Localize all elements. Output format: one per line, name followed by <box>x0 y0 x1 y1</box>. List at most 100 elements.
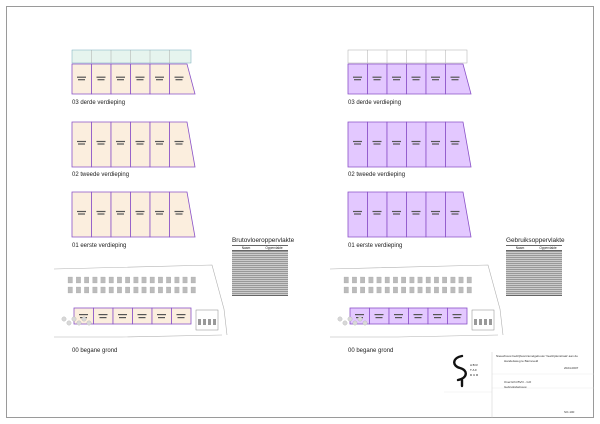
left-f0-unit <box>132 307 153 325</box>
go-table-row <box>506 273 562 275</box>
bvo-table-row-name <box>232 257 260 258</box>
right-f1-unit-label-line <box>353 210 362 213</box>
go-table-row <box>506 275 562 277</box>
left-f0-unit <box>171 307 192 325</box>
bvo-table-row-area <box>260 293 288 294</box>
left-f0-outbuilding-detail <box>208 319 211 325</box>
go-table-row-name <box>506 277 534 278</box>
left-f0-unit-label-line <box>118 314 127 316</box>
left-f0-outbuilding-detail <box>213 319 216 325</box>
right-f0-tree <box>347 316 353 322</box>
bvo-table-row-name <box>232 267 260 268</box>
right-f0-site-boundary <box>329 264 504 336</box>
bvo-table-row <box>232 285 288 287</box>
left-f1-unit-label-line <box>78 213 85 215</box>
left-f0-parking-spot <box>182 286 188 294</box>
floor-label-left-f1: 01 eerste verdieping <box>72 243 127 249</box>
right-f0-parking-spot <box>401 286 406 294</box>
bvo-table-row-name <box>232 291 260 292</box>
right-f1-unit-label-line <box>451 213 459 215</box>
go-table-row <box>506 255 562 257</box>
go-table-row-area <box>534 269 562 270</box>
go-table-row-area <box>534 261 562 262</box>
left-f0-parking-spot <box>166 286 171 294</box>
right-f0-parking-spot <box>376 276 382 284</box>
left-f0-parking-spot <box>100 276 106 284</box>
left-f0-parking-spot <box>117 286 122 294</box>
right-f1-unit-label-line <box>354 213 361 215</box>
left-f0-site-boundary-south <box>54 334 223 338</box>
right-f0-outbuilding <box>471 309 495 331</box>
bvo-table-row-area <box>260 291 288 292</box>
bvo-table-row-area <box>260 271 288 272</box>
left-f0-parking-spot <box>174 276 180 284</box>
go-table-row-area <box>534 267 562 268</box>
right-f1-unit-label-line <box>412 213 420 215</box>
go-table-row-name <box>506 259 534 260</box>
left-f1-unit-label-line <box>116 210 125 213</box>
right-f0-parking-spot <box>450 286 456 294</box>
left-f3-unit <box>110 63 131 95</box>
right-f0-parking-spot <box>442 286 447 294</box>
right-f3-unit-label-line <box>451 79 459 81</box>
left-f0-parking-spot <box>125 286 131 294</box>
go-table-row-area <box>534 263 562 264</box>
svg-text:T A F: T A F <box>470 368 477 372</box>
right-f0-tree <box>357 316 363 322</box>
go-table-row-area <box>534 265 562 266</box>
go-table-row-name <box>506 265 534 266</box>
right-f0-parking-spot <box>384 276 390 284</box>
bvo-table-row-name <box>232 273 260 274</box>
right-f1-unit-label-line <box>372 210 382 213</box>
go-table-row-area <box>534 277 562 278</box>
right-f0-unit-label-line <box>433 314 442 316</box>
bvo-table-row <box>232 269 288 271</box>
left-f3-unit <box>169 63 196 95</box>
go-table-row-name <box>506 287 534 288</box>
go-table-row <box>506 253 562 255</box>
right-f0-unit-label-line <box>394 314 403 316</box>
right-f0-parking-spot <box>368 286 374 294</box>
go-table-row-name <box>506 269 534 270</box>
bvo-table-row <box>232 273 288 275</box>
go-table-row <box>506 263 562 265</box>
left-f1-unit-label-line <box>97 213 105 215</box>
go-table-header: Naam Oppervlakte <box>506 245 562 251</box>
left-f0-unit <box>93 307 114 325</box>
right-f0-unit-label-line <box>434 317 441 319</box>
bvo-col-area: Oppervlakte <box>265 246 283 250</box>
right-f0-unit-label-line <box>355 314 364 316</box>
left-f0-parking-spot <box>125 276 131 284</box>
right-f3-unit <box>425 63 446 95</box>
left-f3-roof-terrace <box>71 49 192 64</box>
bvo-table-row-area <box>260 281 288 282</box>
left-f3-unit-label-line <box>96 76 106 78</box>
go-table: Gebruiksoppervlakte Naam Oppervlakte <box>506 237 565 296</box>
floor-label-right-f3: 03 derde verdieping <box>348 100 402 106</box>
project-number: 2024-0007 <box>564 366 579 370</box>
right-f2-unit-label-line <box>372 140 382 143</box>
bvo-table-row-area <box>260 257 288 258</box>
go-table-row <box>506 257 562 259</box>
right-f3-unit-label-line <box>392 76 401 78</box>
go-col-name: Naam <box>515 246 525 250</box>
go-table-row-area <box>534 251 562 252</box>
bvo-table-row <box>232 271 288 273</box>
bvo-table-row-name <box>232 255 260 256</box>
right-f0-parking-spot <box>343 286 349 294</box>
left-f3-unit-label-line <box>97 79 105 81</box>
go-table-row <box>506 261 562 263</box>
go-table-row <box>506 269 562 271</box>
left-f2-unit-label-line <box>136 143 144 145</box>
bvo-table-row-name <box>232 283 260 284</box>
left-f0-parking-spot <box>141 276 147 284</box>
right-f0-parking-spot <box>352 276 357 284</box>
go-table-row-area <box>534 255 562 256</box>
left-f0-unit-label-line <box>138 317 146 319</box>
bvo-table-row <box>232 289 288 291</box>
floor-label-left-f3: 03 derde verdieping <box>72 100 126 106</box>
bvo-table-row <box>232 255 288 257</box>
right-f0-parking-spot <box>425 276 431 284</box>
go-table-rows <box>506 251 562 296</box>
